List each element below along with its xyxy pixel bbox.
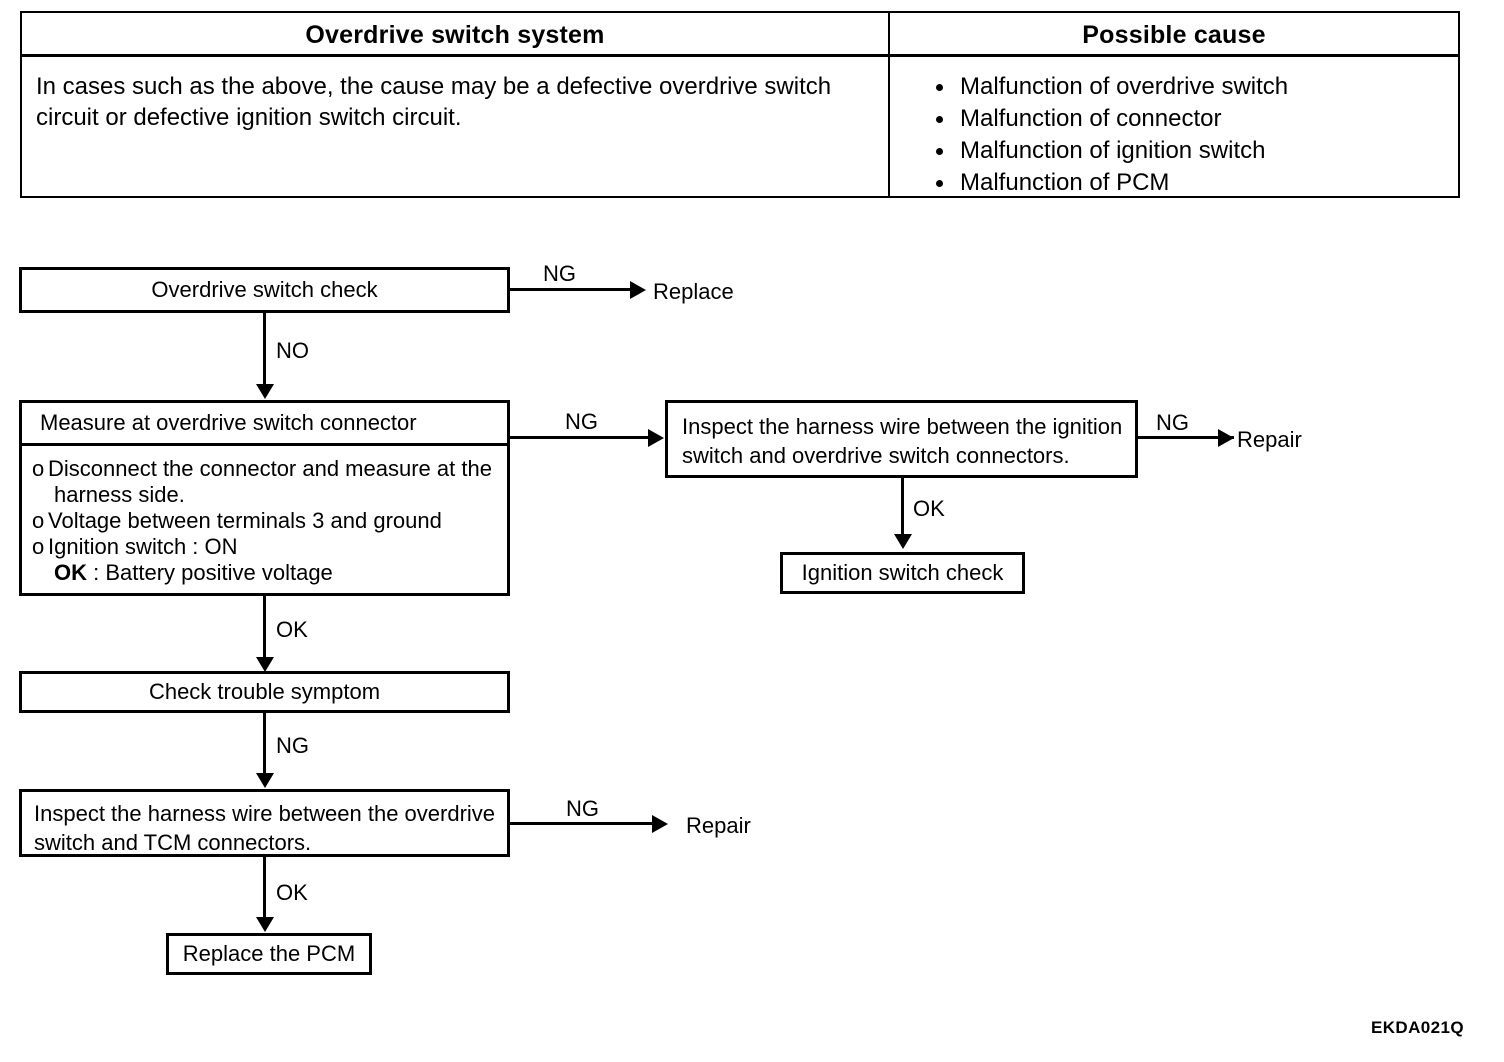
edge-label-ng: NG: [566, 796, 599, 821]
edge-overdrive-check-to-replace: [510, 288, 632, 291]
list-item: Malfunction of PCM: [890, 167, 1458, 199]
arrow-down-icon: [256, 917, 274, 932]
arrow-right-icon: [1218, 429, 1234, 447]
cause-label: Malfunction of PCM: [960, 169, 1170, 196]
terminal-repair-bottom: Repair: [686, 813, 751, 838]
list-item: Malfunction of ignition switch: [890, 135, 1458, 167]
edge-label-ok: OK: [276, 880, 308, 905]
table-cell-causes: Malfunction of overdrive switch Malfunct…: [890, 57, 1458, 196]
ok-emphasis: OK: [54, 560, 87, 585]
terminal-repair-right: Repair: [1237, 427, 1302, 452]
description-text: In cases such as the above, the cause ma…: [36, 73, 832, 131]
arrow-down-icon: [256, 384, 274, 399]
edge-measure-to-inspect-ignition-harness: [510, 436, 650, 439]
node-label: Inspect the harness wire between the ove…: [34, 801, 496, 855]
node-ignition-switch-check: Ignition switch check: [780, 552, 1025, 594]
measure-text: Voltage between terminals 3 and ground: [48, 508, 442, 533]
node-inspect-harness-tcm: Inspect the harness wire between the ove…: [19, 789, 510, 857]
node-label: Inspect the harness wire between the ign…: [682, 414, 1123, 468]
node-replace-the-pcm: Replace the PCM: [166, 933, 372, 975]
measure-text: Ignition switch : ON: [48, 534, 238, 559]
cause-label: Malfunction of ignition switch: [960, 137, 1266, 164]
table-header-overdrive-switch-system: Overdrive switch system: [305, 20, 605, 49]
node-label: Measure at overdrive switch connector: [40, 410, 417, 435]
cause-label: Malfunction of overdrive switch: [960, 73, 1289, 100]
edge-label-ok: OK: [913, 496, 945, 521]
list-item: Malfunction of overdrive switch: [890, 71, 1458, 103]
edge-check-trouble-symptom-to-inspect-tcm-harness: [263, 713, 266, 775]
list-item: Malfunction of connector: [890, 103, 1458, 135]
node-label: Replace the PCM: [182, 941, 356, 966]
measure-detail-ok-line: OK : Battery positive voltage: [32, 560, 507, 586]
node-check-trouble-symptom: Check trouble symptom: [19, 671, 510, 713]
arrow-down-icon: [256, 657, 274, 672]
node-overdrive-switch-check: Overdrive switch check: [19, 267, 510, 313]
table-cell-description: In cases such as the above, the cause ma…: [22, 57, 888, 196]
edge-label-ok: OK: [276, 617, 308, 642]
arrow-down-icon: [256, 773, 274, 788]
node-inspect-harness-ignition-switch: Inspect the harness wire between the ign…: [665, 400, 1138, 478]
arrow-right-icon: [648, 429, 664, 447]
bullet-icon: [936, 180, 943, 187]
list-marker: o: [32, 508, 45, 533]
bullet-icon: [936, 148, 943, 155]
edge-measure-to-check-trouble-symptom: [263, 596, 266, 659]
edge-label-ng: NG: [565, 409, 598, 434]
edge-overdrive-check-to-measure: [263, 313, 266, 386]
measure-text: Disconnect the connector and measure at …: [48, 456, 492, 481]
symptom-cause-table: Overdrive switch system Possible cause I…: [20, 11, 1460, 198]
figure-code: EKDA021Q: [1371, 1018, 1464, 1037]
arrow-right-icon: [652, 815, 668, 833]
table-column-divider: [888, 13, 890, 196]
table-header-row: [22, 13, 1458, 57]
list-marker: o: [32, 456, 45, 481]
possible-cause-list: Malfunction of overdrive switch Malfunct…: [890, 71, 1458, 199]
arrow-right-icon: [630, 281, 646, 299]
edge-inspect-tcm-harness-to-replace-pcm: [263, 857, 266, 919]
bullet-icon: [936, 84, 943, 91]
measure-text: harness side.: [54, 482, 185, 507]
measure-detail-line-cont: harness side.: [32, 482, 507, 508]
arrow-down-icon: [894, 534, 912, 549]
node-label: Check trouble symptom: [148, 679, 381, 704]
terminal-replace: Replace: [653, 279, 734, 304]
bullet-icon: [936, 116, 943, 123]
edge-inspect-ignition-harness-to-repair: [1138, 436, 1234, 439]
edge-label-ng: NG: [276, 733, 309, 758]
node-label: Overdrive switch check: [151, 277, 378, 302]
edge-label-ng: NG: [543, 261, 576, 286]
node-label: Ignition switch check: [801, 560, 1004, 585]
cause-label: Malfunction of connector: [960, 105, 1222, 132]
node-header: Measure at overdrive switch connector: [22, 403, 507, 446]
edge-inspect-ignition-harness-to-ignition-check: [901, 478, 904, 536]
list-marker: o: [32, 534, 45, 559]
table-header-possible-cause: Possible cause: [1082, 20, 1266, 49]
edge-label-no: NO: [276, 338, 309, 363]
edge-label-ng: NG: [1156, 410, 1189, 435]
edge-inspect-tcm-harness-to-repair: [510, 822, 654, 825]
measure-text: : Battery positive voltage: [87, 560, 333, 585]
